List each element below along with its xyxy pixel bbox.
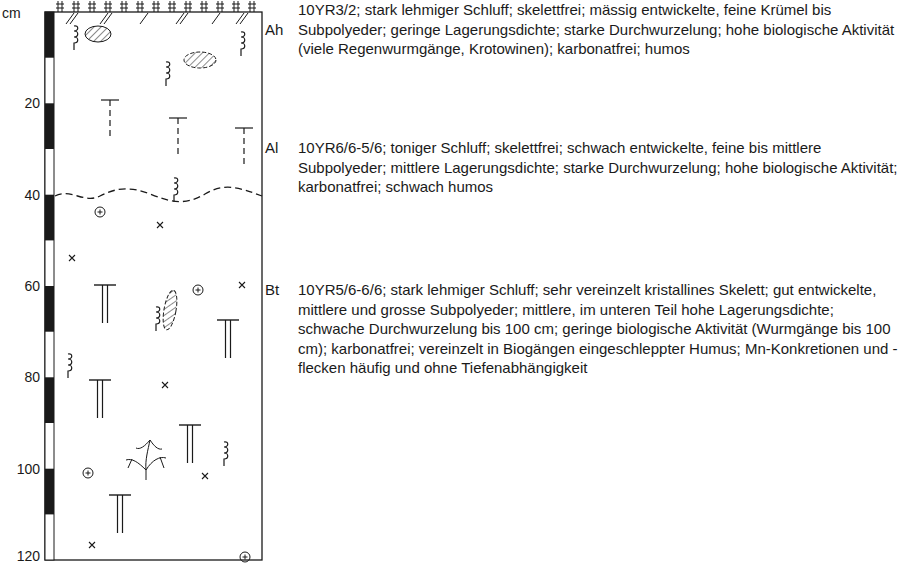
krotowina	[161, 289, 180, 330]
horizon-boundary	[55, 187, 262, 201]
depth-label: 80	[4, 368, 40, 386]
depth-label: 20	[4, 94, 40, 112]
ah-crumb-hatching	[66, 13, 248, 24]
grass-symbols	[56, 1, 256, 12]
mn-concretions	[83, 207, 250, 562]
depth-label: 100	[4, 460, 40, 478]
unit-label: cm	[2, 4, 38, 22]
depth-label: 40	[4, 186, 40, 204]
krotowina	[85, 26, 111, 42]
krotowina	[184, 52, 216, 68]
horizon-text: 10YR3/2; stark lehmiger Schluff; skelett…	[298, 0, 903, 59]
depth-label: 60	[4, 277, 40, 295]
mn-spots	[69, 222, 245, 548]
horizon-label: Bt	[265, 280, 279, 300]
profile-column	[45, 12, 262, 560]
horizon-description: Ah10YR3/2; stark lehmiger Schluff; skele…	[298, 0, 903, 59]
horizon-description: Al10YR6/6-5/6; toniger Schluff; skelettf…	[298, 138, 903, 197]
depth-scale-bar	[45, 12, 54, 560]
horizon-text: 10YR5/6-6/6; stark lehmiger Schluff; seh…	[298, 280, 903, 378]
horizon-text: 10YR6/6-5/6; toniger Schluff; skelettfre…	[298, 138, 903, 197]
earthworm-channels	[68, 26, 245, 466]
root-sketch	[126, 440, 166, 480]
horizon-description: Bt10YR5/6-6/6; stark lehmiger Schluff; s…	[298, 280, 903, 378]
horizon-label: Ah	[265, 20, 283, 40]
depth-label: 120	[4, 547, 40, 565]
root-marks	[89, 100, 253, 533]
horizon-label: Al	[265, 138, 278, 158]
